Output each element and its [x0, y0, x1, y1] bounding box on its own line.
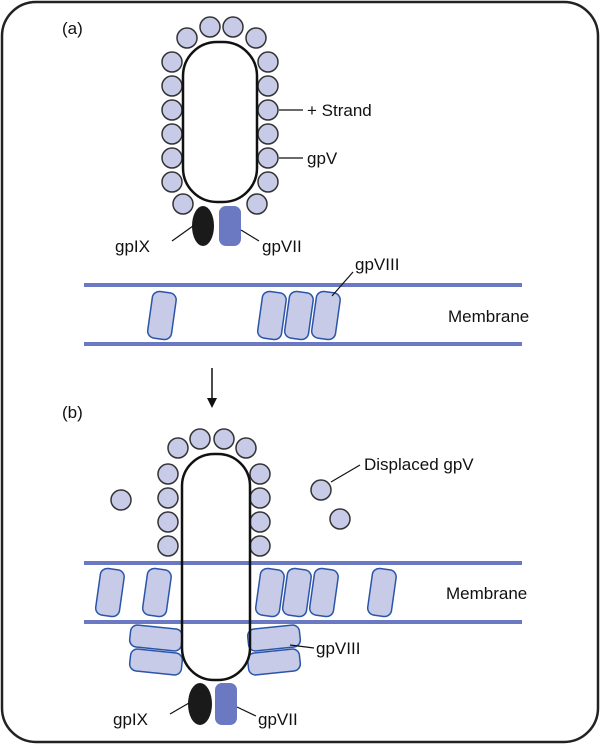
displaced-gpV	[110, 479, 351, 530]
gpVII-leader-a	[240, 229, 260, 242]
gpVIII-proteins-a	[146, 290, 341, 341]
gpVIII-coat-b	[128, 624, 302, 676]
gpV-coat-b	[157, 428, 271, 557]
transition-arrow-head	[207, 398, 217, 408]
gpVII-leader-b	[236, 706, 257, 717]
gpIX-leader-b	[169, 702, 190, 715]
gpVIII-proteins-in-membrane-b	[94, 567, 397, 618]
gpVIII-label-a: gpVIII	[355, 255, 399, 274]
gpIX-protein-b	[188, 683, 212, 725]
strand-label-a: + Strand	[307, 101, 372, 120]
gpVII-protein-a	[219, 206, 241, 246]
gpIX-label-a: gpIX	[115, 237, 150, 256]
panel-b-label: (b)	[62, 403, 83, 422]
plus-strand-a	[181, 40, 259, 204]
gpV-label-a: gpV	[307, 149, 338, 168]
membrane-label-b: Membrane	[446, 584, 527, 603]
gpVII-label-b: gpVII	[258, 710, 298, 729]
gpIX-label-b: gpIX	[113, 710, 148, 729]
panel-a-label: (a)	[62, 19, 83, 38]
gpVII-label-a: gpVII	[262, 237, 302, 256]
displaced-label-b: Displaced gpV	[364, 455, 474, 474]
gpIX-protein-a	[192, 206, 214, 246]
gpIX-leader-a	[171, 225, 194, 242]
gpV-coat-a	[161, 16, 279, 215]
gpVIII-label-b: gpVIII	[316, 639, 360, 658]
gpVII-protein-b	[215, 683, 237, 725]
membrane-label-a: Membrane	[448, 307, 529, 326]
gpVIII-leader-b	[289, 644, 315, 649]
displaced-leader-b	[330, 464, 361, 483]
plus-strand-b	[180, 452, 252, 682]
gpVIII-leader-a	[331, 271, 354, 297]
